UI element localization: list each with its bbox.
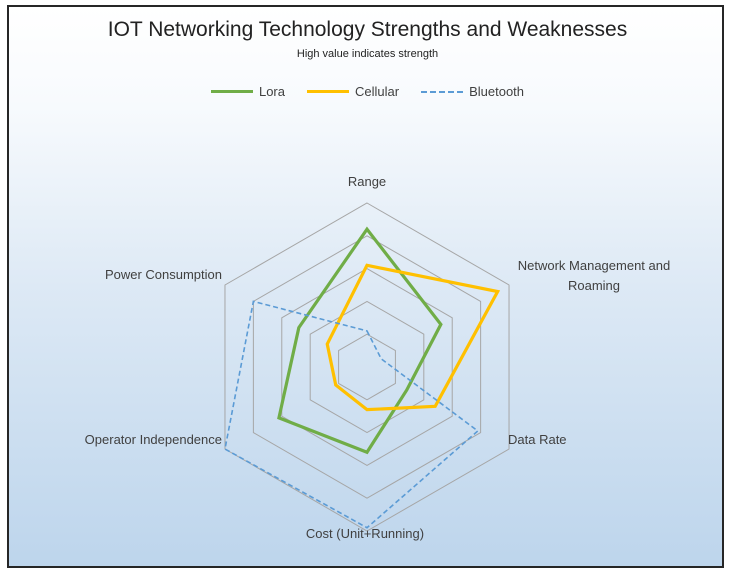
series-lora[interactable] xyxy=(277,226,443,455)
grid-ring xyxy=(224,202,510,532)
grid-ring xyxy=(338,333,396,401)
axis-label: Power Consumption xyxy=(105,267,222,282)
grid-ring xyxy=(309,300,425,434)
axis-label: Range xyxy=(348,174,386,189)
chart-subtitle: High value indicates strength xyxy=(296,48,439,60)
grid-ring xyxy=(281,268,453,466)
chart-legend: Lora Cellular Bluetooth xyxy=(0,84,735,99)
axis-label: Data Rate xyxy=(508,432,567,447)
chart-frame xyxy=(7,5,724,568)
legend-label-bluetooth: Bluetooth xyxy=(469,84,525,99)
legend-swatch-cellular xyxy=(307,90,349,93)
series-cellular[interactable] xyxy=(325,263,501,412)
legend-label-cellular: Cellular xyxy=(355,84,400,99)
axis-label: Operator Independence xyxy=(85,432,222,447)
series-bluetooth[interactable] xyxy=(224,300,480,529)
legend-item-cellular[interactable]: Cellular xyxy=(307,84,399,99)
legend-item-bluetooth[interactable]: Bluetooth xyxy=(421,84,524,99)
legend-swatch-lora xyxy=(210,90,253,93)
legend-label-lora: Lora xyxy=(258,84,285,99)
axis-label: Roaming xyxy=(568,278,620,293)
axis-label: Network Management and xyxy=(518,258,670,273)
legend-swatch-bluetooth xyxy=(421,90,464,93)
legend-item-lora[interactable]: Lora xyxy=(210,84,285,99)
chart-title: IOT Networking Technology Strengths and … xyxy=(107,18,628,41)
axis-label: Cost (Unit+Running) xyxy=(306,526,424,541)
